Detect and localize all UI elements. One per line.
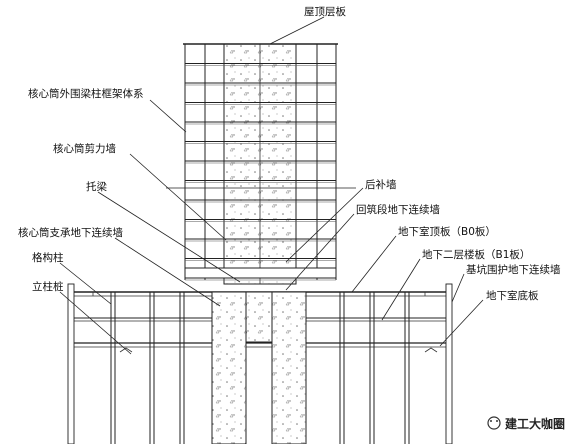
label-pit-retaining-wall: 基坑围护地下连续墙 — [466, 263, 561, 276]
watermark-text: 建工大咖圈 — [504, 416, 565, 431]
watermark: 建工大咖圈 — [487, 416, 565, 431]
label-b1-slab: 地下二层楼板（B1板） — [422, 248, 530, 261]
label-core-outer-frame: 核心筒外围梁柱框架体系 — [28, 87, 144, 100]
label-basement-floor-slab: 地下室底板 — [486, 289, 539, 302]
label-standing-pile: 立柱桩 — [32, 280, 64, 293]
label-roof-slab: 屋顶层板 — [304, 5, 346, 18]
label-transfer-beam: 托梁 — [86, 180, 107, 193]
label-core-shear-wall: 核心筒剪力墙 — [53, 142, 116, 155]
label-b0-slab: 地下室顶板（B0板） — [398, 225, 496, 238]
labels: 屋顶层板 核心筒外围梁柱框架体系 核心筒剪力墙 托梁 核心筒支承地下连续墙 格构… — [18, 5, 561, 302]
leader-lines — [59, 16, 484, 355]
label-post-cast-wall: 后补墙 — [365, 178, 397, 191]
wechat-icon — [487, 416, 501, 430]
floor-lines — [185, 63, 336, 281]
label-backfill-wall: 回筑段地下连续墙 — [356, 203, 440, 216]
core-tower — [183, 43, 338, 285]
transfer-beam — [184, 267, 337, 279]
underground-structure — [67, 283, 453, 444]
label-core-support-wall: 核心筒支承地下连续墙 — [18, 226, 123, 239]
label-structural-column: 格构柱 — [32, 251, 64, 264]
